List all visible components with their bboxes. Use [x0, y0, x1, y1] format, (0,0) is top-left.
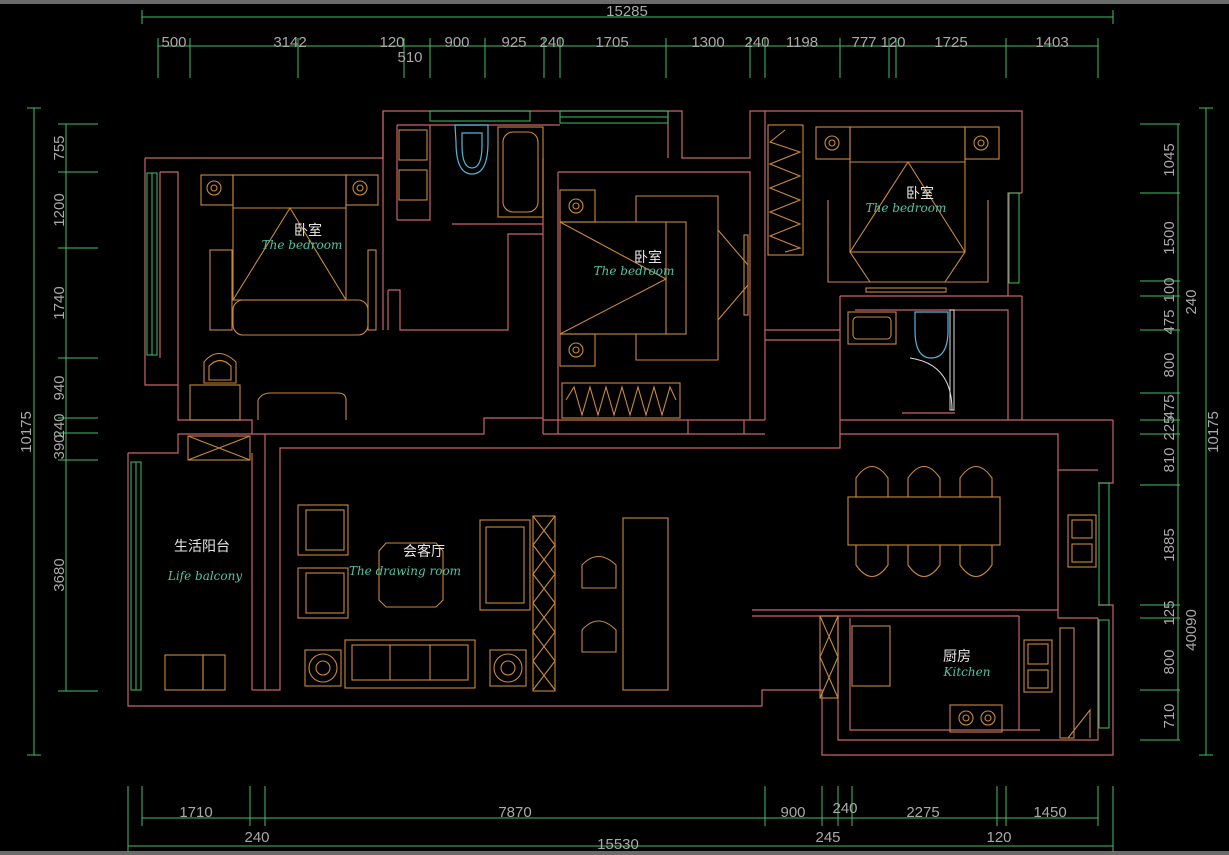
- top-dimension-label: 240: [744, 34, 769, 51]
- right-dimension-label: 225: [1161, 415, 1178, 440]
- left-dimension-label: 390: [51, 434, 68, 459]
- top-dimension-label: 1403: [1035, 34, 1068, 51]
- right-dimension-lines: [1140, 107, 1213, 756]
- left-total-dimension: 10175: [18, 411, 35, 453]
- right-dimension-label: 810: [1161, 447, 1178, 472]
- top-dimension-label: 1725: [934, 34, 967, 51]
- bedroom-2-label-en: The bedroom: [594, 264, 675, 278]
- left-dimension-label: 1740: [51, 286, 68, 319]
- top-dimension-label: 1705: [595, 34, 628, 51]
- kitchen-label-en: Kitchen: [943, 665, 991, 679]
- top-dimension-lines: [141, 10, 1114, 78]
- walls: [127, 110, 1114, 756]
- bottom-dimension-label: 2275: [906, 804, 939, 821]
- top-dimension-label: 777: [851, 34, 876, 51]
- left-dimension-label: 3680: [51, 558, 68, 591]
- kitchen-label-cn: 厨房: [943, 649, 971, 665]
- right-total-dimension: 10175: [1205, 411, 1222, 453]
- bathroom-right: [847, 309, 955, 411]
- right-dimension-label: 475: [1161, 394, 1178, 419]
- living-room-label-cn: 会客厅: [403, 543, 445, 560]
- kitchen: 厨房 Kitchen: [819, 615, 1091, 739]
- top-dimension-label: 1198: [786, 34, 818, 51]
- right-dimension-label: 800: [1161, 649, 1178, 674]
- bottom-sub-dimension-3: 120: [986, 829, 1011, 846]
- left-dimension-lines: [27, 107, 98, 756]
- bedroom-3: 卧室 The bedroom: [767, 124, 1000, 293]
- balcony-label-cn: 生活阳台: [174, 539, 230, 555]
- top-dimension-label: 1300: [691, 34, 724, 51]
- bottom-dimension-label: 7870: [498, 804, 531, 821]
- bathroom-top: [398, 124, 544, 218]
- bottom-dimension-lines: [127, 786, 1114, 852]
- right-dimension-label: 710: [1161, 703, 1178, 728]
- bottom-sub-dimension-2: 245: [815, 829, 840, 846]
- right-dimension-label: 125: [1161, 600, 1178, 625]
- bedroom-2-label-cn: 卧室: [634, 249, 662, 266]
- dining-area: [847, 465, 1097, 578]
- right-dimension-label: 1885: [1161, 528, 1178, 561]
- bottom-dimension-label: 1710: [179, 804, 212, 821]
- top-dimension-label: 900: [444, 34, 469, 51]
- balcony: 生活阳台 Life balcony: [164, 435, 251, 691]
- left-dimension-label: 240: [51, 413, 68, 438]
- top-dimension-label: 3142: [273, 34, 306, 51]
- bottom-dimension-label: 1450: [1033, 804, 1066, 821]
- bedroom-3-label-en: The bedroom: [866, 201, 947, 215]
- bedroom-3-label-cn: 卧室: [906, 185, 934, 202]
- living-room: 会客厅 The drawing room: [297, 504, 669, 692]
- bottom-total-dimension: 15530: [597, 836, 639, 853]
- left-dimension-label: 940: [51, 375, 68, 400]
- bottom-dimension-label: 240: [832, 800, 857, 817]
- right-side-dimension-a: 240: [1183, 289, 1200, 314]
- right-side-dimension-b: 40090: [1183, 609, 1200, 651]
- window-bottom-edge: [0, 851, 1229, 855]
- top-dimension-label: 240: [539, 34, 564, 51]
- bedroom-1-label-en: The bedroom: [262, 238, 343, 252]
- top-dimension-label: 925: [501, 34, 526, 51]
- right-dimension-label: 800: [1161, 352, 1178, 377]
- right-dimension-label: 475: [1161, 309, 1178, 334]
- bedroom-1-label-cn: 卧室: [294, 222, 322, 239]
- top-dimension-label: 120: [379, 34, 404, 51]
- balcony-label-en: Life balcony: [167, 569, 243, 583]
- bedroom-2: 卧室 The bedroom: [559, 189, 749, 419]
- bedroom-1: 卧室 The bedroom: [189, 174, 379, 421]
- living-room-label-en: The drawing room: [349, 564, 461, 578]
- top-dimension-label: 120: [880, 34, 905, 51]
- bottom-dimension-labels: 1710 7870 900 240 2275 1450: [179, 800, 1066, 821]
- top-dimension-label: 500: [161, 34, 186, 51]
- window-top-edge: [0, 0, 1229, 4]
- top-total-dimension: 15285: [606, 3, 648, 20]
- right-dimension-label: 1500: [1161, 221, 1178, 254]
- top-sub-dimension: 510: [397, 49, 422, 66]
- windows: [130, 110, 1110, 729]
- left-dimension-label: 1200: [51, 193, 68, 226]
- bottom-dimension-label: 900: [780, 804, 805, 821]
- right-dimension-label: 1045: [1161, 143, 1178, 176]
- bottom-sub-dimension-1: 240: [244, 829, 269, 846]
- left-dimension-label: 755: [51, 135, 68, 160]
- right-dimension-label: 100: [1161, 277, 1178, 302]
